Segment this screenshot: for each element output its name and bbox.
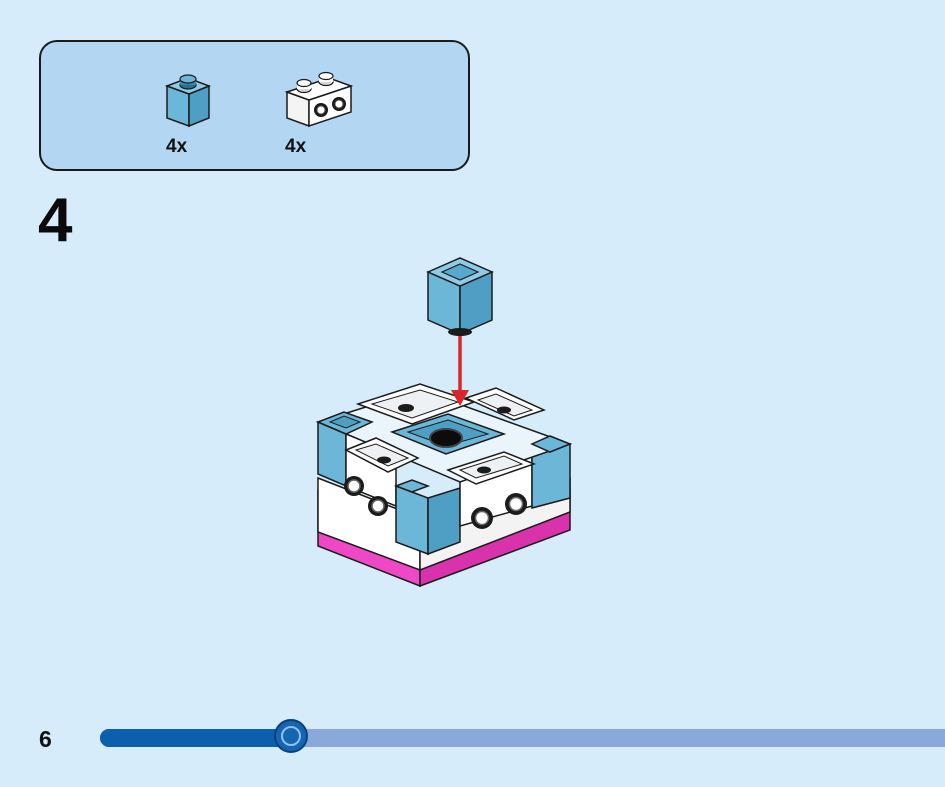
- step-number: 4: [38, 186, 73, 255]
- parts-callout: 4x 4x: [39, 40, 470, 171]
- page-progress-fill: [100, 729, 291, 747]
- brick-1x1-light-blue-icon: [164, 74, 212, 128]
- brick-1x1-light-blue-icon: [426, 257, 494, 336]
- part-quantity: 4x: [285, 136, 307, 157]
- part-1x1-light-blue: 4x: [159, 42, 249, 173]
- page-progress-bar: [100, 719, 945, 753]
- page-progress-knob[interactable]: [273, 719, 308, 753]
- build-step-illustration: [315, 257, 573, 588]
- blue-brick: [395, 484, 429, 556]
- page-number: 6: [39, 726, 52, 752]
- part-quantity: 4x: [166, 136, 188, 157]
- part-1x2-white: 4x: [281, 42, 381, 173]
- brick-1x2-white-with-studs-icon: [284, 71, 354, 128]
